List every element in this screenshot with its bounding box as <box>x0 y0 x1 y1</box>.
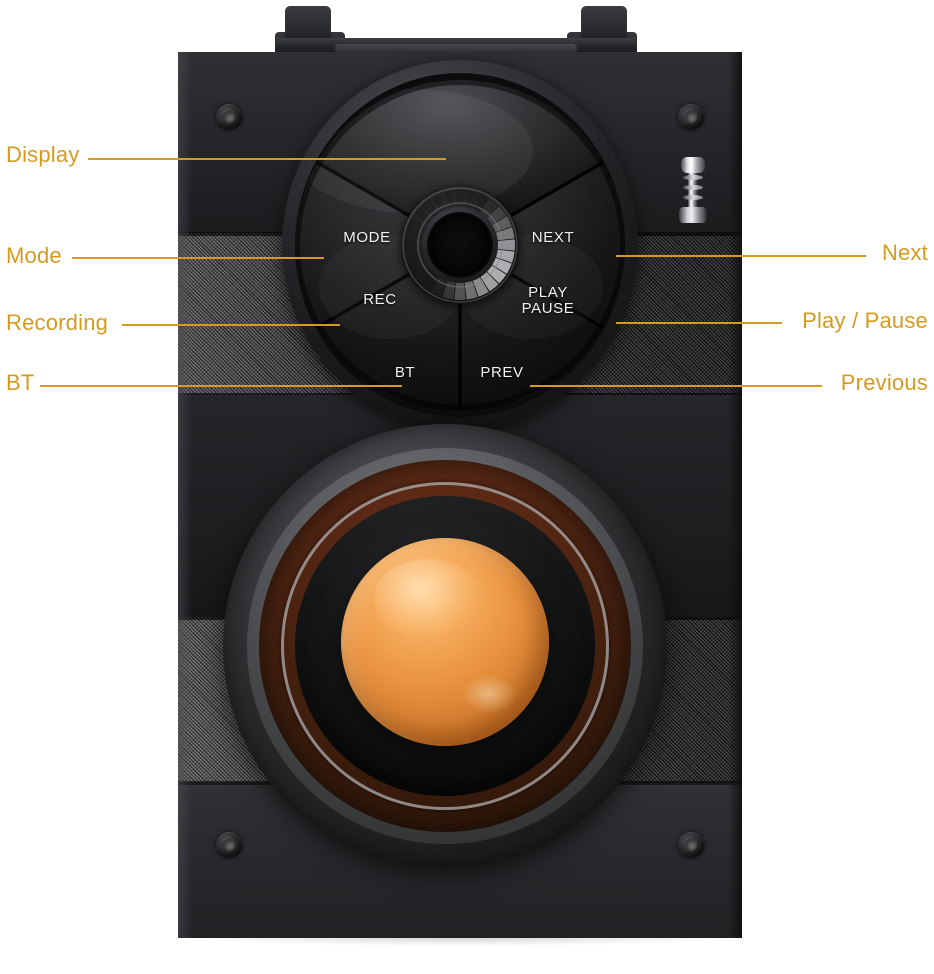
woofer-highlight <box>461 675 516 713</box>
callout-label-bt: BT <box>6 370 35 395</box>
antenna-shaft <box>688 165 698 217</box>
screw-top-right <box>678 104 704 130</box>
volume-knob[interactable] <box>401 186 519 304</box>
screw-bottom-left <box>216 832 242 858</box>
callout-label-display: Display <box>6 142 80 167</box>
antenna-ring-3 <box>683 195 703 200</box>
callout-label-recording: Recording <box>6 310 109 335</box>
screw-bottom-right <box>678 832 704 858</box>
dial-button-next[interactable]: NEXT <box>531 229 575 246</box>
leader-line-recording <box>122 324 340 326</box>
leader-line-previous <box>530 385 822 387</box>
woofer-dust-cap <box>341 538 549 746</box>
screw-top-left <box>216 104 242 130</box>
callout-label-next: Next <box>881 240 928 265</box>
callout-label-previous: Previous <box>840 370 928 395</box>
antenna-tip <box>681 157 705 173</box>
leader-line-mode <box>72 257 324 259</box>
circular-control-dial[interactable]: MODE NEXT REC PLAY PAUSE BT PREV <box>282 60 638 430</box>
leader-line-display <box>88 158 446 160</box>
dial-button-bt[interactable]: BT <box>394 364 416 381</box>
bass-driver <box>223 424 667 868</box>
antenna-base <box>679 207 707 223</box>
speaker-product-image: MODE NEXT REC PLAY PAUSE BT PREV <box>178 6 742 938</box>
speaker-cabinet: MODE NEXT REC PLAY PAUSE BT PREV <box>178 52 742 938</box>
leader-line-next <box>616 255 866 257</box>
dial-button-prev[interactable]: PREV <box>480 364 524 381</box>
antenna-ring-1 <box>683 175 703 180</box>
dial-button-rec[interactable]: REC <box>363 291 397 308</box>
knob-center <box>429 214 491 276</box>
antenna-ring-2 <box>683 185 703 190</box>
callout-label-mode: Mode <box>6 243 62 268</box>
woofer-trim-ring <box>281 482 609 810</box>
leader-line-bt <box>40 385 402 387</box>
carry-handle <box>275 6 637 58</box>
callout-label-play-pause: Play / Pause <box>802 308 928 333</box>
handle-bar-highlight <box>335 44 577 53</box>
telescopic-antenna[interactable] <box>678 153 708 227</box>
leader-line-play-pause <box>616 322 782 324</box>
dial-button-mode[interactable]: MODE <box>343 229 391 246</box>
dial-button-play-pause[interactable]: PLAY PAUSE <box>521 284 575 317</box>
